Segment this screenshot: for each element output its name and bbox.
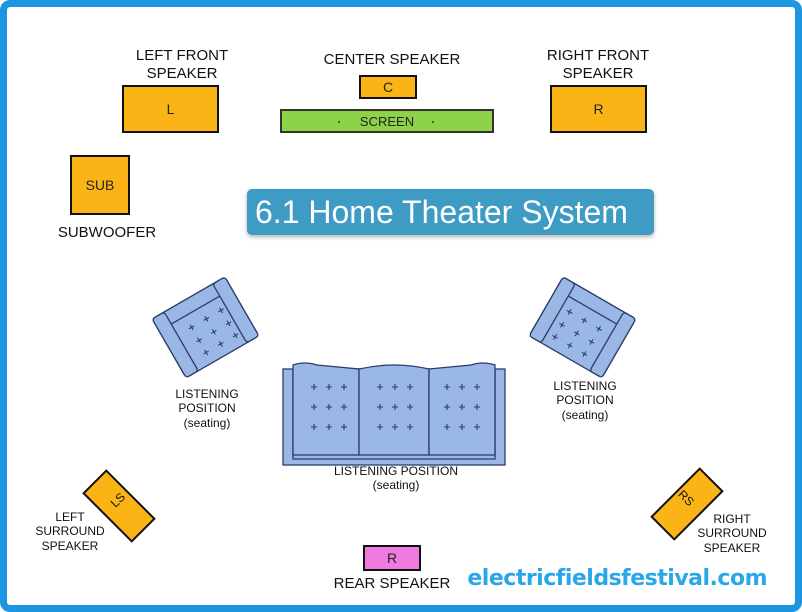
screen-label: SCREEN xyxy=(359,113,415,129)
left-surround-label: LEFT SURROUND SPEAKER xyxy=(35,510,105,553)
right-surround-speaker xyxy=(650,467,724,541)
rear-speaker-label: REAR SPEAKER xyxy=(333,575,451,592)
center-speaker: C xyxy=(359,75,417,99)
subwoofer: SUB xyxy=(70,155,130,215)
rear-speaker: R xyxy=(363,545,421,571)
sofa xyxy=(282,362,506,466)
watermark: electricfieldsfestival.com xyxy=(467,566,767,591)
left-seating-label: LISTENING POSITION (seating) xyxy=(175,387,239,430)
center-speaker-label: CENTER SPEAKER xyxy=(323,51,461,68)
screen: SCREEN xyxy=(280,109,494,133)
right-seating-label: LISTENING POSITION (seating) xyxy=(553,379,617,422)
left-armchair xyxy=(152,277,259,378)
title-banner: 6.1 Home Theater System xyxy=(247,189,654,235)
left-front-speaker: L xyxy=(122,85,219,133)
right-armchair xyxy=(529,277,636,378)
center-seating-label: LISTENING POSITION (seating) xyxy=(333,464,459,493)
left-surround-speaker xyxy=(82,469,156,543)
right-surround-label: RIGHT SURROUND SPEAKER xyxy=(697,512,767,555)
right-front-speaker-label: RIGHT FRONT SPEAKER xyxy=(546,47,650,82)
right-front-speaker: R xyxy=(550,85,647,133)
left-front-speaker-label: LEFT FRONT SPEAKER xyxy=(135,47,229,82)
subwoofer-label: SUBWOOFER xyxy=(57,224,157,241)
